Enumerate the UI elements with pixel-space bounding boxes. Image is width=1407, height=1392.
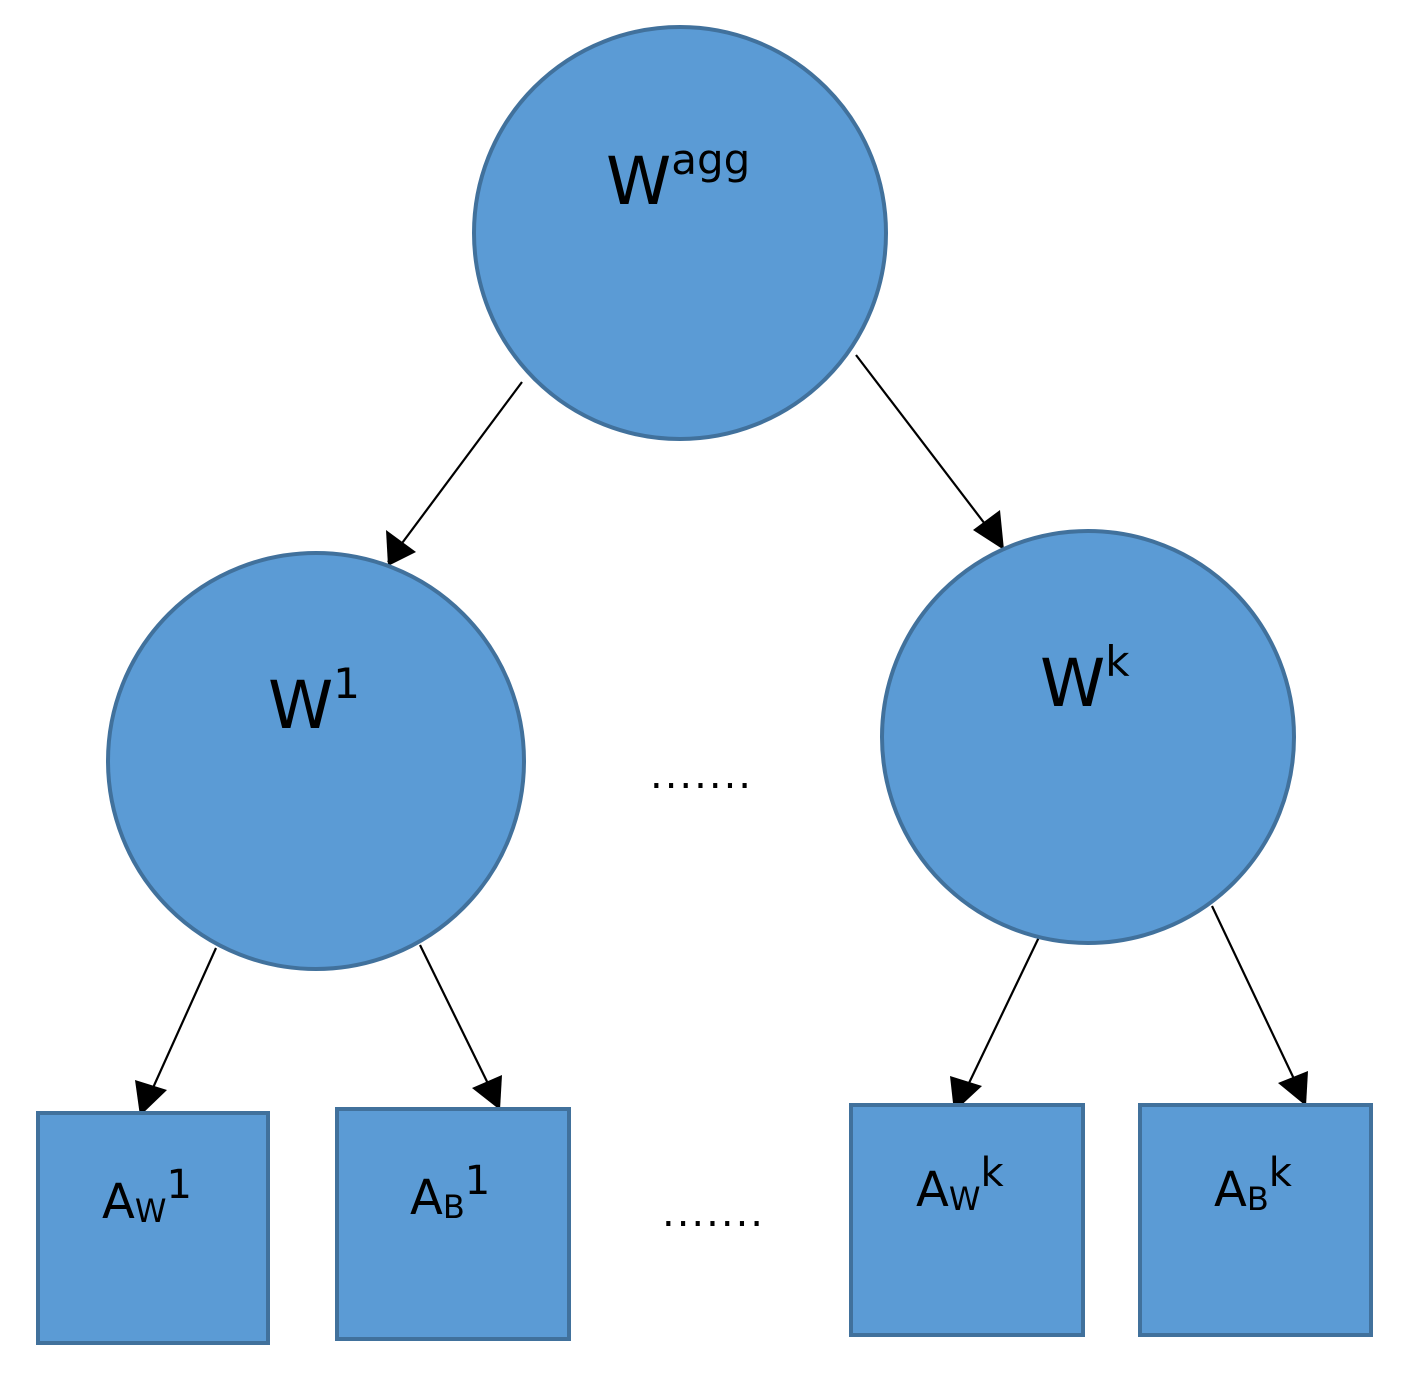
arrowhead-w1 — [386, 530, 416, 566]
node-ab1-base: A — [410, 1170, 443, 1226]
edge-root-to-w1 — [387, 381, 523, 563]
svg-text:ABk: ABk — [1214, 1150, 1293, 1218]
node-ab1-sub: B — [443, 1188, 465, 1226]
node-ab1: AB1 — [335, 1107, 571, 1341]
node-root-base: W — [606, 143, 671, 220]
edges — [135, 354, 1308, 1116]
node-w1: W1 — [106, 551, 526, 971]
arrowhead-abk — [1278, 1071, 1308, 1106]
node-abk-sub: B — [1247, 1180, 1269, 1218]
node-abk-sup: k — [1269, 1150, 1293, 1196]
svg-text:AW1: AW1 — [102, 1162, 192, 1230]
node-awk-sub: W — [949, 1180, 981, 1218]
arrowhead-wk — [973, 510, 1004, 550]
svg-text:Wk: Wk — [1040, 637, 1130, 722]
node-wk-sup: k — [1105, 637, 1130, 686]
node-aw1-base: A — [102, 1174, 135, 1230]
node-wk-base: W — [1040, 645, 1105, 722]
edge-w1-to-aw1 — [141, 947, 218, 1111]
node-root: Wagg — [472, 25, 888, 441]
svg-text:W1: W1 — [268, 659, 360, 744]
arrowhead-ab1 — [472, 1075, 502, 1110]
node-abk-base: A — [1214, 1162, 1247, 1218]
edge-root-to-wk — [855, 354, 1002, 546]
node-awk-base: A — [916, 1162, 949, 1218]
node-w1-sup: 1 — [333, 659, 360, 708]
node-awk-sup: k — [980, 1150, 1004, 1196]
ellipsis-middle: ....... — [650, 752, 753, 798]
node-w1-base: W — [268, 667, 333, 744]
node-root-sup: agg — [671, 135, 750, 184]
node-wk: Wk — [880, 529, 1296, 945]
node-aw1-sub: W — [135, 1192, 167, 1230]
node-aw1-sup: 1 — [166, 1162, 191, 1208]
node-abk: ABk — [1138, 1103, 1373, 1337]
node-awk: AWk — [849, 1103, 1085, 1337]
ellipsis-bottom: ....... — [662, 1190, 765, 1236]
svg-text:Wagg: Wagg — [606, 135, 750, 220]
node-ab1-sup: 1 — [465, 1158, 490, 1204]
svg-text:AB1: AB1 — [410, 1158, 490, 1226]
node-aw1: AW1 — [36, 1111, 270, 1345]
svg-text:AWk: AWk — [916, 1150, 1004, 1218]
edge-w1-to-ab1 — [419, 944, 499, 1105]
edge-wk-to-abk — [1211, 905, 1305, 1101]
edge-wk-to-awk — [957, 934, 1041, 1107]
arrowhead-aw1 — [135, 1080, 167, 1116]
